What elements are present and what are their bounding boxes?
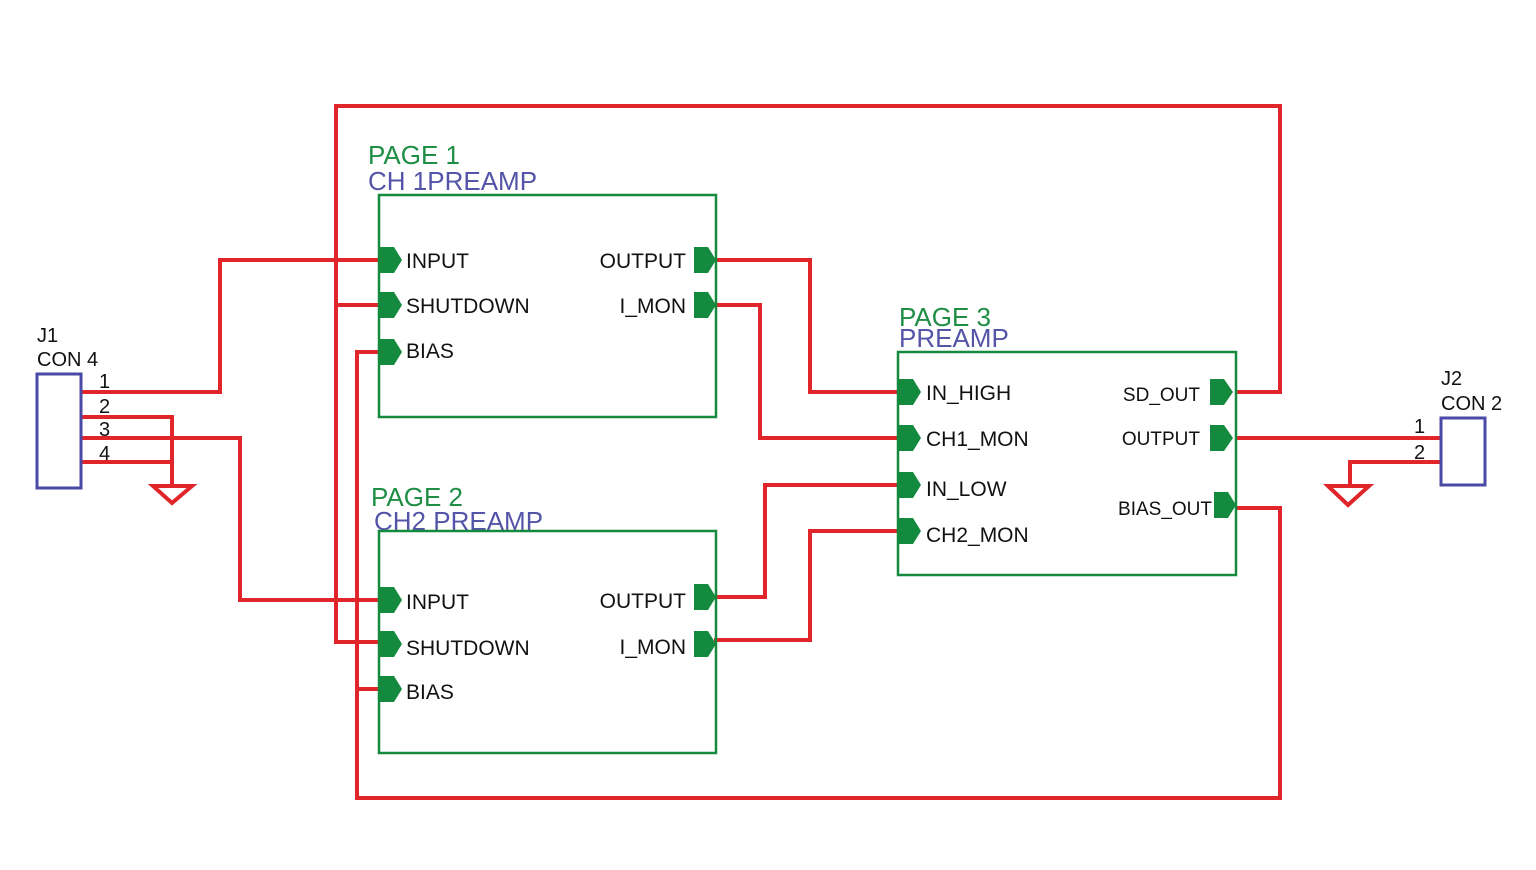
port-arrow-icon	[899, 472, 921, 498]
port-page3-bias-out: BIAS_OUT	[1118, 499, 1212, 520]
wire-page2-output-to-in-low	[714, 483, 897, 599]
port-page2-bias: BIAS	[406, 681, 454, 704]
port-arrow-icon	[694, 292, 716, 318]
ground-symbol-j2	[1322, 484, 1375, 508]
port-arrow-icon	[694, 247, 716, 273]
connector-j1-pin-2: 2	[99, 396, 110, 418]
connector-j1-body	[35, 372, 83, 490]
block-page2-body	[377, 529, 718, 755]
port-page2-shutdown: SHUTDOWN	[406, 637, 530, 660]
port-arrow-icon	[380, 292, 402, 318]
wire-j1-pin2-to-ground	[82, 415, 174, 488]
connector-j1: J1 CON 4 1 2 3 4	[35, 325, 110, 490]
connector-j2-type: CON 2	[1441, 393, 1502, 415]
connector-j1-pin-4: 4	[99, 443, 110, 465]
port-arrow-icon	[380, 676, 402, 702]
ground-symbol-j1	[147, 484, 198, 506]
block-page3: PAGE 3 PREAMP IN_HIGH CH1_MON IN_LOW CH2…	[896, 302, 1238, 577]
port-page1-output: OUTPUT	[600, 250, 687, 273]
port-arrow-icon	[380, 587, 402, 613]
port-page1-i-mon: I_MON	[619, 295, 686, 318]
port-page3-in-high: IN_HIGH	[926, 382, 1011, 405]
connector-j2-ref: J2	[1441, 368, 1462, 390]
port-arrow-icon	[694, 584, 716, 610]
port-arrow-icon	[380, 247, 402, 273]
connector-j2-pin-1: 1	[1414, 416, 1425, 438]
port-arrow-icon	[380, 339, 402, 365]
connector-j2-body	[1439, 416, 1487, 487]
port-arrow-icon	[694, 631, 716, 657]
wire-page1-imon-to-ch1-mon	[714, 303, 897, 440]
wire-j1-pin1-to-page1-input	[82, 258, 380, 394]
block-page1-body	[377, 193, 718, 419]
port-page3-ch1-mon: CH1_MON	[926, 428, 1029, 451]
wire-j1-pin3-to-page2-input	[82, 436, 380, 602]
port-arrow-icon	[899, 379, 921, 405]
wire-page2-imon-to-ch2-mon	[714, 529, 897, 642]
connector-j1-pin-1: 1	[99, 371, 110, 393]
connector-j1-type: CON 4	[37, 349, 98, 371]
port-arrow-icon	[1210, 425, 1233, 451]
port-page2-i-mon: I_MON	[619, 636, 686, 659]
port-arrow-icon	[380, 631, 402, 657]
port-page2-input: INPUT	[406, 591, 469, 614]
block-page1-name: CH 1PREAMP	[368, 166, 537, 196]
connector-j2-pin-2: 2	[1414, 442, 1425, 464]
port-page1-input: INPUT	[406, 250, 469, 273]
port-page3-output: OUTPUT	[1122, 429, 1201, 450]
wire-bias-out-to-bias	[355, 350, 1282, 800]
port-page3-ch2-mon: CH2_MON	[926, 524, 1029, 547]
port-arrow-icon	[899, 425, 921, 451]
port-arrow-icon	[1214, 492, 1236, 518]
port-page3-in-low: IN_LOW	[926, 478, 1007, 501]
block-page1-page-label: PAGE 1	[368, 140, 460, 170]
wire-j2-pin2-to-ground	[1348, 460, 1442, 488]
connector-j1-pin-3: 3	[99, 419, 110, 441]
connector-j2: J2 CON 2 1 2	[1414, 368, 1502, 487]
wire-page1-output-to-in-high	[714, 258, 897, 394]
port-page2-output: OUTPUT	[600, 590, 687, 613]
block-page3-body	[896, 350, 1238, 577]
port-arrow-icon	[1210, 379, 1233, 405]
port-page3-sd-out: SD_OUT	[1123, 385, 1200, 406]
port-page1-shutdown: SHUTDOWN	[406, 295, 530, 318]
wire-sd-out-to-shutdown	[334, 104, 1282, 644]
port-arrow-icon	[899, 518, 921, 544]
block-page3-name: PREAMP	[899, 323, 1009, 353]
block-page2: PAGE 2 CH2 PREAMP INPUT SHUTDOWN BIAS OU…	[371, 482, 718, 755]
block-page3-page-label: PAGE 3	[899, 302, 991, 332]
wires	[82, 104, 1442, 800]
block-page1: PAGE 1 CH 1PREAMP INPUT SHUTDOWN BIAS OU…	[368, 140, 718, 419]
connector-j1-ref: J1	[37, 325, 58, 347]
block-page2-page-label: PAGE 2	[371, 482, 463, 512]
port-page1-bias: BIAS	[406, 340, 454, 363]
